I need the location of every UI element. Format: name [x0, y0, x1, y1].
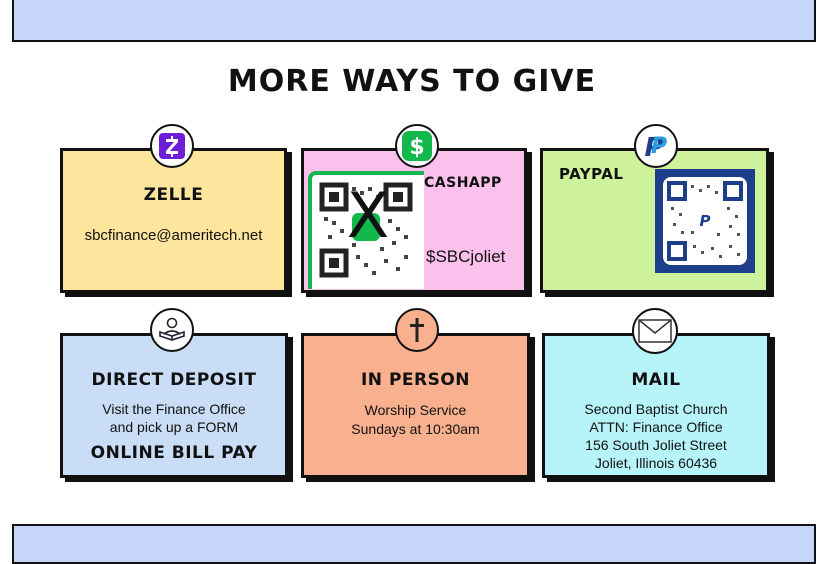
- svg-text:P: P: [644, 133, 663, 161]
- svg-text:P: P: [700, 212, 711, 230]
- zelle-title: ZELLE: [143, 185, 204, 205]
- in-person-card: IN PERSON Worship Service Sundays at 10:…: [301, 333, 530, 478]
- online-bill-pay-title: ONLINE BILL PAY: [90, 443, 258, 463]
- cashapp-card: X CASHAPP $SBCjoliet: [301, 148, 527, 293]
- mail-line-1: Second Baptist Church: [584, 401, 728, 417]
- qr-cross-mark: X: [346, 179, 390, 252]
- svg-text:P: P: [651, 134, 667, 159]
- mail-line-4: Joliet, Illinois 60436: [594, 455, 718, 471]
- direct-deposit-card: DIRECT DEPOSIT Visit the Finance Office …: [60, 333, 288, 478]
- zelle-card: ZELLE sbcfinance@ameritech.net: [60, 148, 287, 293]
- paypal-logo-icon: P P: [634, 124, 678, 168]
- cashapp-title: CASHAPP: [424, 175, 502, 191]
- deposit-title: DIRECT DEPOSIT: [91, 370, 257, 390]
- mail-line-2: ATTN: Finance Office: [589, 419, 723, 435]
- footer-band: [12, 524, 816, 564]
- deposit-line-2: and pick up a FORM: [109, 419, 239, 435]
- header-band: [12, 0, 816, 42]
- zelle-logo-icon: [150, 124, 194, 168]
- in-person-title: IN PERSON: [360, 370, 471, 390]
- cashapp-qr-code: [308, 171, 424, 289]
- mail-card: MAIL Second Baptist Church ATTN: Finance…: [542, 333, 770, 478]
- envelope-icon: [632, 308, 678, 354]
- page-title: MORE WAYS TO GIVE: [227, 64, 597, 99]
- cashapp-tag: $SBCjoliet: [426, 247, 506, 266]
- cashapp-logo-icon: $: [395, 124, 439, 168]
- zelle-email: sbcfinance@ameritech.net: [84, 227, 263, 244]
- paypal-title: PAYPAL: [559, 165, 624, 183]
- mail-line-3: 156 South Joliet Street: [585, 437, 727, 453]
- in-person-line-1: Worship Service: [364, 402, 467, 418]
- cross-icon: [395, 308, 439, 352]
- in-person-line-2: Sundays at 10:30am: [351, 421, 480, 437]
- paypal-card: PAYPAL P: [540, 148, 769, 293]
- deposit-line-1: Visit the Finance Office: [102, 401, 246, 417]
- mail-title: MAIL: [631, 370, 681, 390]
- svg-text:$: $: [409, 135, 424, 160]
- person-reading-icon: [150, 308, 194, 352]
- paypal-qr-code: P: [655, 169, 755, 273]
